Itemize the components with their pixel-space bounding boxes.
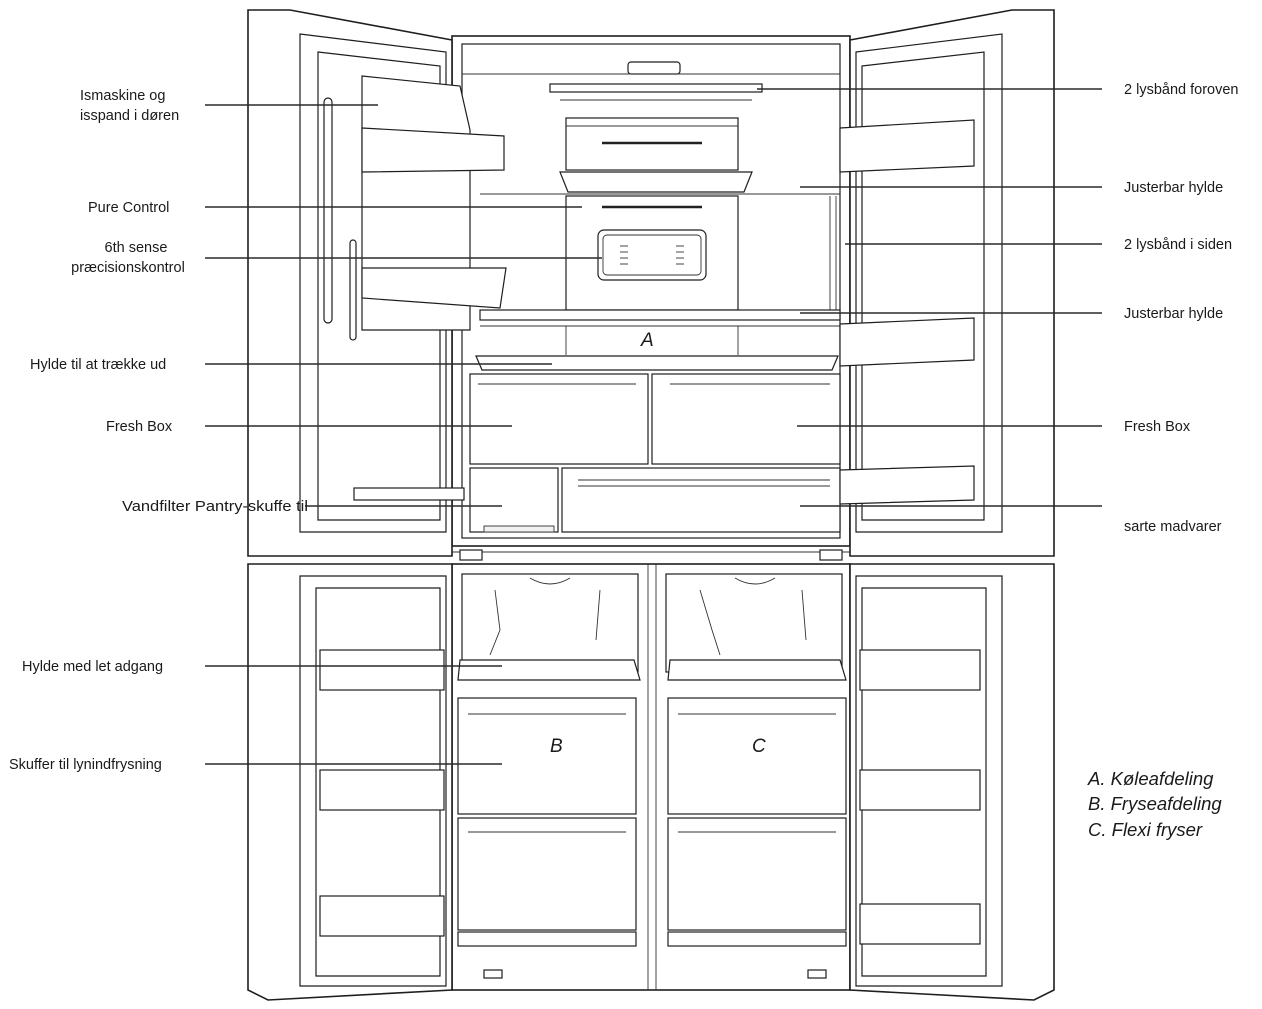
label-fresh-box-left: Fresh Box [106,419,173,435]
freezer-compartment-drawing [451,563,851,991]
label-adjustable-shelf-2: Justerbar hylde [1124,306,1223,322]
zone-c-letter: C [752,736,766,757]
fridge-compartment-drawing [451,35,851,561]
labels-left: Ismaskine og isspand i døren Pure Contro… [9,88,308,773]
label-adjustable-shelf-1: Justerbar hylde [1124,180,1223,196]
label-top-light-strips: 2 lysbånd foroven [1124,82,1238,98]
label-quick-freeze-drawers: Skuffer til lynindfrysning [9,757,162,773]
label-sixth-sense: 6th sense præcisionskontrol [71,240,185,276]
label-delicate-food: sarte madvarer [1124,519,1222,535]
label-easy-access-shelf: Hylde med let adgang [22,659,163,675]
label-fresh-box-right: Fresh Box [1124,419,1191,435]
left-fridge-door [247,9,507,557]
legend-item-a: A. Køleafdeling [1087,768,1214,789]
zone-a-letter: A [640,330,654,351]
right-fridge-door [839,9,1055,557]
zone-b-letter: B [550,736,563,757]
labels-right: 2 lysbånd foroven Justerbar hylde 2 lysb… [1124,82,1238,535]
label-water-filter: Vandfilter Pantry-skuffe til [122,499,308,515]
label-ice-maker-line2: isspand i døren [80,108,179,124]
legend: A. Køleafdeling B. Fryseafdeling C. Flex… [1087,768,1222,840]
label-ice-maker: Ismaskine og isspand i døren [80,88,179,124]
label-sixth-sense-line2: præcisionskontrol [71,260,185,276]
label-ice-maker-line1: Ismaskine og [80,88,165,104]
label-pull-out-shelf: Hylde til at trække ud [30,357,166,373]
label-sixth-sense-line1: 6th sense [105,240,168,256]
right-freezer-door [849,563,1055,1001]
legend-item-c: C. Flexi fryser [1088,819,1203,840]
label-side-light-strips: 2 lysbånd i siden [1124,237,1232,253]
legend-item-b: B. Fryseafdeling [1088,793,1222,814]
leader-lines [205,88,1102,765]
label-pure-control: Pure Control [88,200,169,216]
left-freezer-door [247,563,453,1001]
